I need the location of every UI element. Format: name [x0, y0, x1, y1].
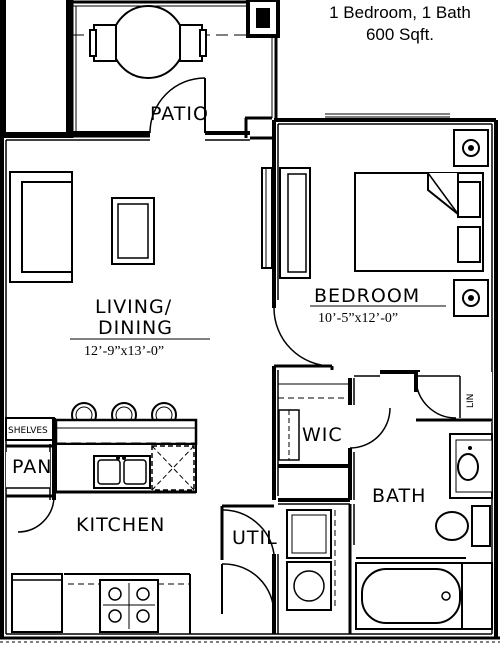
burner-icon [108, 587, 122, 601]
lamp-icon [468, 295, 474, 301]
pantry [6, 452, 50, 488]
toilet-tank [471, 505, 491, 547]
patio-area: PATIO [0, 0, 280, 138]
living-bedroom-partition [261, 167, 333, 500]
unit-type: 1 Bedroom, 1 Bath [329, 3, 471, 22]
plan-info: 1 Bedroom, 1 Bath 600 Sqft. [300, 2, 500, 46]
pillow [457, 181, 481, 218]
living-label: LIVING/ [95, 296, 172, 318]
nightstand [453, 129, 489, 167]
pantry-label: PAN [12, 456, 52, 478]
kitchen-label: KITCHEN [76, 514, 165, 536]
unit-area: 600 Sqft. [365, 25, 435, 44]
toilet-icon [435, 511, 469, 541]
bedroom-label: BEDROOM [314, 285, 420, 307]
living-dining-area: LIVING/ DINING 12’-9”x13’-0” [9, 171, 210, 359]
patio-chair [93, 24, 117, 62]
pillow [457, 226, 481, 263]
lamp-icon [468, 145, 474, 151]
bar-counter [54, 418, 198, 446]
linen-label: LIN [466, 394, 476, 408]
living-dimensions: 12’-9”x13’-0” [84, 344, 164, 359]
shelves-label: SHELVES [8, 426, 48, 436]
kitchen-area: SHELVES PAN KITCHEN [5, 402, 198, 634]
refrigerator [11, 573, 63, 633]
dining-label: DINING [98, 317, 173, 339]
patio-chair [179, 24, 203, 62]
patio-table [111, 5, 185, 79]
linen-closet [416, 372, 492, 422]
util-label: UTIL [232, 527, 278, 549]
patio-label: PATIO [150, 103, 209, 125]
burner-icon [108, 609, 122, 623]
bath-area: LIN BATH [355, 372, 493, 630]
bedroom-area: BEDROOM 10’-5”x12’-0” [310, 129, 489, 326]
utility-area: UTIL [220, 498, 355, 634]
patio-post [246, 0, 280, 38]
bath-label: BATH [372, 485, 426, 507]
walk-in-closet: WIC [278, 366, 420, 500]
tv-console [261, 167, 273, 269]
burner-icon [136, 587, 150, 601]
bedroom-dimensions: 10’-5”x12’-0” [318, 311, 398, 326]
burner-icon [136, 609, 150, 623]
sink-icon [457, 453, 479, 481]
wic-label: WIC [302, 424, 343, 446]
